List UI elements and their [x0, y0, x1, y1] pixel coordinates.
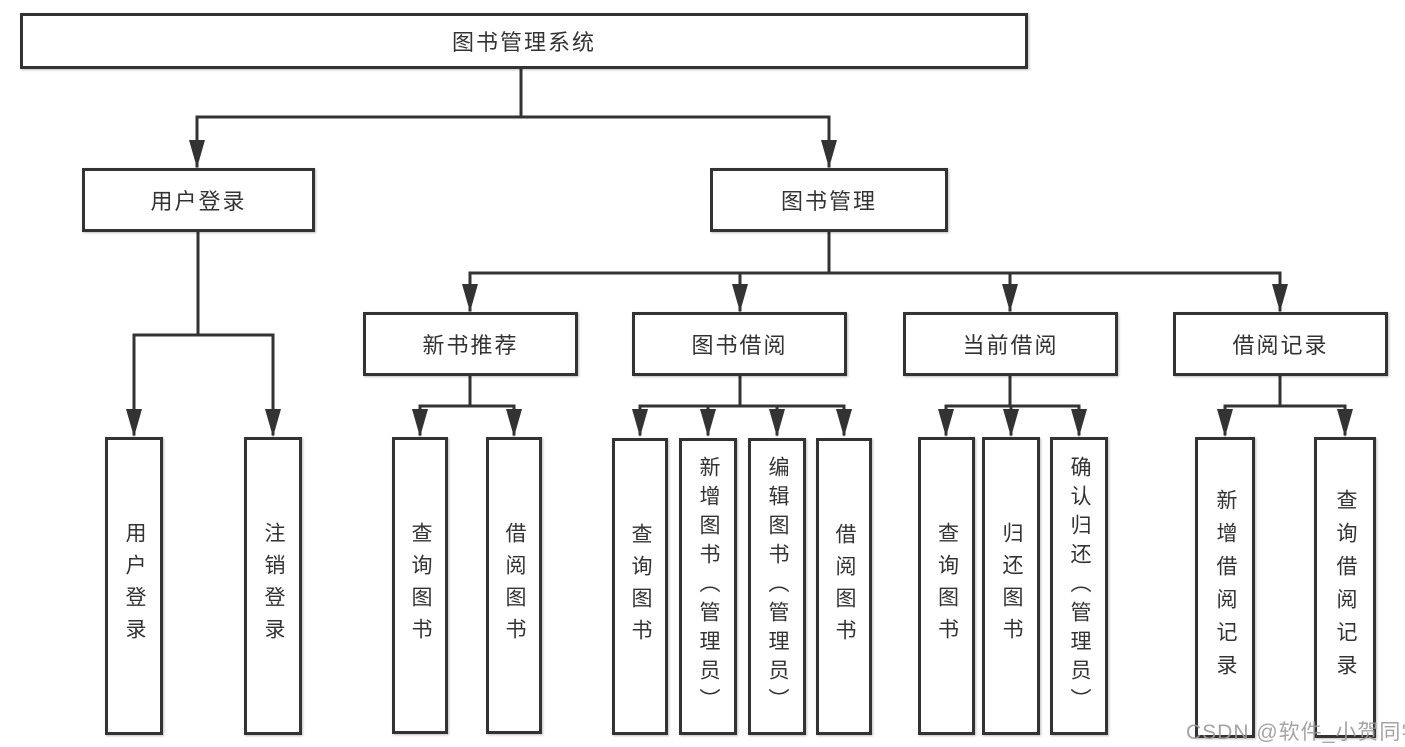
leaf-user-login: 用户登录 — [105, 437, 163, 735]
node-current-borrowing-label: 当前借阅 — [962, 333, 1059, 358]
node-new-book-recommend: 新书推荐 — [363, 312, 578, 376]
leaf-return-book: 归还图书 — [982, 437, 1040, 735]
leaf-query-book-borrowing: 查询图书 — [612, 438, 668, 735]
node-book-borrowing: 图书借阅 — [632, 312, 847, 376]
leaf-confirm-return-admin-label: 确认归还（管理员） — [1068, 455, 1092, 717]
node-root: 图书管理系统 — [20, 13, 1028, 69]
watermark: CSDN @软件_小贺同学 — [1186, 721, 1405, 744]
leaf-logout: 注销登录 — [244, 437, 302, 735]
connector-lines — [132, 67, 1347, 436]
node-book-management: 图书管理 — [710, 168, 948, 232]
leaf-query-book-current-label: 查询图书 — [935, 522, 959, 650]
node-book-management-label: 图书管理 — [780, 189, 877, 214]
leaf-query-book-borrowing-label: 查询图书 — [629, 522, 653, 651]
leaf-edit-book-admin: 编辑图书（管理员） — [748, 438, 806, 735]
leaf-borrow-book-recommend: 借阅图书 — [486, 437, 542, 734]
leaf-add-borrow-record-label: 新增借阅记录 — [1214, 488, 1238, 687]
leaf-logout-label: 注销登录 — [262, 522, 286, 650]
leaf-query-book-recommend: 查询图书 — [392, 437, 448, 734]
leaf-return-book-label: 归还图书 — [1000, 522, 1024, 650]
leaf-add-book-admin-label: 新增图书（管理员） — [697, 456, 721, 717]
leaf-borrow-book-recommend-label: 借阅图书 — [503, 521, 527, 650]
leaf-borrow-book: 借阅图书 — [816, 438, 872, 735]
node-new-book-recommend-label: 新书推荐 — [422, 333, 519, 358]
node-borrow-records: 借阅记录 — [1173, 312, 1388, 376]
leaf-edit-book-admin-label: 编辑图书（管理员） — [766, 456, 790, 717]
leaf-user-login-label: 用户登录 — [123, 522, 147, 650]
leaf-borrow-book-label: 借阅图书 — [833, 522, 857, 651]
leaf-query-book-recommend-label: 查询图书 — [409, 521, 433, 650]
node-user-login-label: 用户登录 — [150, 189, 247, 214]
leaf-query-borrow-record-label: 查询借阅记录 — [1334, 488, 1358, 687]
leaf-add-borrow-record: 新增借阅记录 — [1195, 437, 1255, 738]
node-current-borrowing: 当前借阅 — [903, 312, 1118, 376]
arrowhead-icons — [126, 140, 1353, 437]
leaf-query-book-current: 查询图书 — [918, 437, 975, 735]
node-root-label: 图书管理系统 — [451, 30, 596, 55]
leaf-confirm-return-admin: 确认归还（管理员） — [1050, 437, 1108, 735]
leaf-add-book-admin: 新增图书（管理员） — [679, 438, 737, 735]
node-user-login: 用户登录 — [82, 168, 315, 232]
node-borrow-records-label: 借阅记录 — [1232, 333, 1329, 358]
leaf-query-borrow-record: 查询借阅记录 — [1314, 437, 1376, 738]
node-book-borrowing-label: 图书借阅 — [691, 333, 788, 358]
